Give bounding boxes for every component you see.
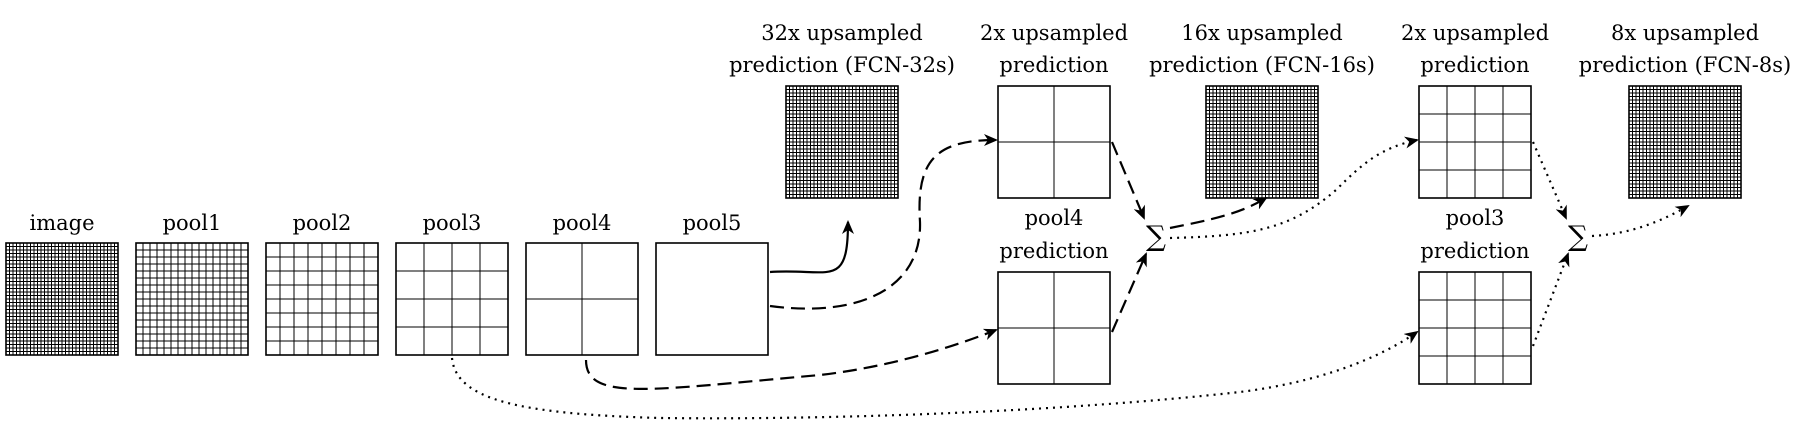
grid-pool2 bbox=[265, 242, 379, 356]
arrow-pool4pred-to-sum1 bbox=[1110, 252, 1148, 333]
label-fcn32-line1: 32x upsampled bbox=[761, 21, 922, 45]
arrow-pool5-to-fcn32 bbox=[769, 220, 854, 274]
label-pool4pred-line2: prediction bbox=[999, 239, 1108, 263]
grid-up2a bbox=[997, 85, 1111, 199]
label-pool4: pool4 bbox=[553, 211, 612, 235]
label-up2b-line2: prediction bbox=[1420, 53, 1529, 77]
label-fcn8-line1: 8x upsampled bbox=[1611, 21, 1759, 45]
label-pool5: pool5 bbox=[683, 211, 742, 235]
grid-pool3 bbox=[395, 242, 509, 356]
arrow-pool3-to-pool3pred bbox=[450, 330, 1419, 420]
label-pool3pred-line1: pool3 bbox=[1446, 206, 1505, 230]
pool5-frame bbox=[655, 242, 769, 356]
grid-fcn32 bbox=[785, 85, 899, 199]
label-image: image bbox=[29, 211, 94, 235]
label-fcn16-line2: prediction (FCN-16s) bbox=[1149, 53, 1375, 77]
arrow-pool4-to-pool4pred bbox=[584, 328, 998, 390]
label-pool1: pool1 bbox=[163, 211, 222, 235]
label-pool3: pool3 bbox=[423, 211, 482, 235]
label-pool3pred-line2: prediction bbox=[1420, 239, 1529, 263]
label-pool2: pool2 bbox=[293, 211, 352, 235]
grid-image bbox=[5, 242, 119, 356]
label-up2a-line2: prediction bbox=[999, 53, 1108, 77]
arrow-sum2-to-fcn8 bbox=[1591, 205, 1690, 238]
sum-symbol-1: ∑ bbox=[1146, 220, 1166, 253]
grid-pool3pred bbox=[1418, 271, 1532, 385]
label-fcn16-line1: 16x upsampled bbox=[1181, 21, 1342, 45]
grid-fcn16 bbox=[1205, 85, 1319, 199]
grid-pool1 bbox=[135, 242, 249, 356]
arrow-up2b-to-sum2 bbox=[1531, 141, 1568, 220]
label-fcn8-line2: prediction (FCN-8s) bbox=[1579, 53, 1791, 77]
grid-pool4pred bbox=[997, 271, 1111, 385]
grid-pool4 bbox=[525, 242, 639, 356]
label-pool4pred-line1: pool4 bbox=[1025, 206, 1084, 230]
label-fcn32-line2: prediction (FCN-32s) bbox=[729, 53, 955, 77]
grid-pool5 bbox=[655, 242, 769, 356]
grid-up2b bbox=[1418, 85, 1532, 199]
arrow-pool5-to-up2a bbox=[769, 134, 998, 310]
label-up2a-line1: 2x upsampled bbox=[980, 21, 1128, 45]
arrow-pool3pred-to-sum2 bbox=[1531, 252, 1570, 347]
grid-fcn8 bbox=[1628, 85, 1742, 199]
arrow-sum1-to-fcn16 bbox=[1169, 196, 1268, 230]
sum-symbol-2: ∑ bbox=[1568, 220, 1588, 253]
arrow-up2a-to-sum1 bbox=[1110, 141, 1146, 220]
label-up2b-line1: 2x upsampled bbox=[1401, 21, 1549, 45]
